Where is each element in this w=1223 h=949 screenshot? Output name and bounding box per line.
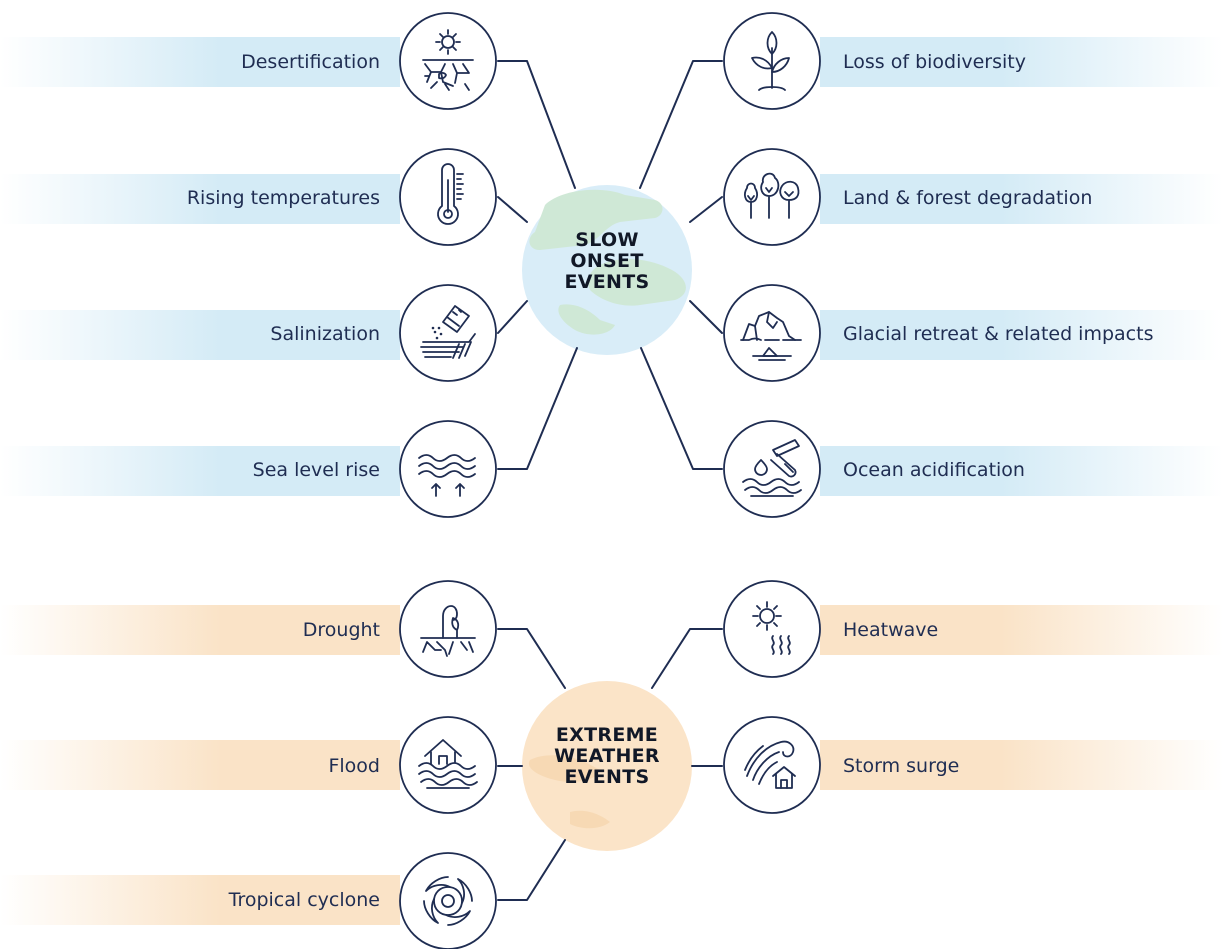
slow-onset-hub-title: SLOW ONSET EVENTS bbox=[537, 230, 677, 293]
label-glacial-retreat: Glacial retreat & related impacts bbox=[843, 323, 1154, 345]
label-storm-surge: Storm surge bbox=[843, 755, 960, 777]
band-salinization bbox=[0, 310, 400, 360]
desertification-icon bbox=[399, 12, 497, 110]
plant-sprout-icon bbox=[723, 12, 821, 110]
drought-icon bbox=[399, 580, 497, 678]
sea-level-rise-icon bbox=[399, 420, 497, 518]
label-flood: Flood bbox=[328, 755, 380, 777]
glacier-icon bbox=[723, 284, 821, 382]
band-drought bbox=[0, 605, 400, 655]
band-tropical-cyclone bbox=[0, 875, 400, 925]
hub-line: EVENTS bbox=[564, 766, 650, 788]
flood-house-icon bbox=[399, 716, 497, 814]
band-rising-temperatures bbox=[0, 174, 400, 224]
label-rising-temperatures: Rising temperatures bbox=[186, 187, 380, 209]
connector-lines bbox=[497, 60, 723, 901]
label-tropical-cyclone: Tropical cyclone bbox=[228, 889, 380, 911]
hub-line: ONSET bbox=[570, 250, 644, 272]
band-heatwave bbox=[820, 605, 1223, 655]
hub-line: SLOW bbox=[575, 229, 639, 251]
band-glacial-retreat bbox=[820, 310, 1223, 360]
hub-line: EXTREME bbox=[555, 724, 659, 746]
salt-shaker-icon bbox=[399, 284, 497, 382]
label-desertification: Desertification bbox=[241, 51, 380, 73]
band-land-forest-degradation bbox=[820, 174, 1223, 224]
hub-line: EVENTS bbox=[564, 271, 650, 293]
trees-icon bbox=[723, 148, 821, 246]
label-drought: Drought bbox=[302, 619, 380, 641]
band-ocean-acidification bbox=[820, 446, 1223, 496]
label-heatwave: Heatwave bbox=[843, 619, 939, 641]
heatwave-icon bbox=[723, 580, 821, 678]
band-flood bbox=[0, 740, 400, 790]
hub-line: WEATHER bbox=[554, 745, 660, 767]
storm-surge-icon bbox=[723, 716, 821, 814]
band-storm-surge bbox=[820, 740, 1223, 790]
cyclone-icon bbox=[399, 852, 497, 949]
extreme-weather-hub-title: EXTREME WEATHER EVENTS bbox=[527, 725, 687, 788]
extreme-weather-hub bbox=[522, 681, 692, 851]
band-desertification bbox=[0, 37, 400, 87]
label-sea-level-rise: Sea level rise bbox=[252, 459, 380, 481]
slow-onset-hub bbox=[522, 185, 692, 355]
label-land-forest-degradation: Land & forest degradation bbox=[843, 187, 1093, 209]
test-tube-icon bbox=[723, 420, 821, 518]
label-ocean-acidification: Ocean acidification bbox=[843, 459, 1025, 481]
band-loss-of-biodiversity bbox=[820, 37, 1223, 87]
label-loss-of-biodiversity: Loss of biodiversity bbox=[843, 51, 1026, 73]
band-sea-level-rise bbox=[0, 446, 400, 496]
label-salinization: Salinization bbox=[270, 323, 380, 345]
thermometer-icon bbox=[399, 148, 497, 246]
